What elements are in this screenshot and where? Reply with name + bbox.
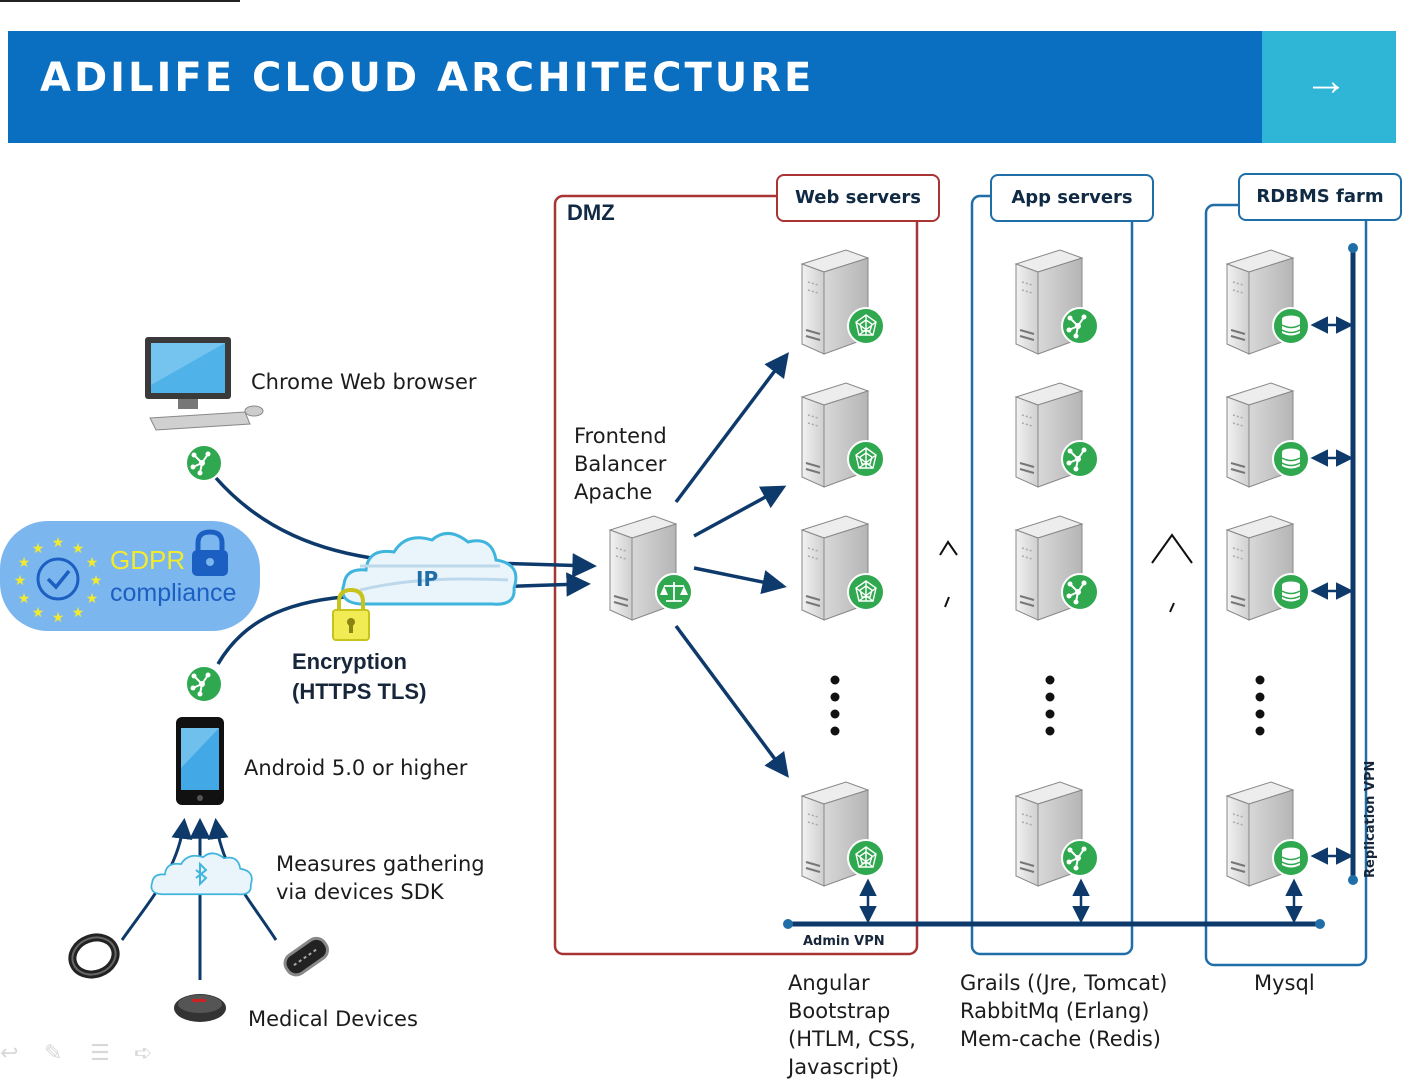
db-server-3 xyxy=(1226,515,1310,621)
web-server-2 xyxy=(801,382,885,488)
smart-band-icon xyxy=(283,936,329,977)
app-server-3 xyxy=(1015,515,1099,621)
db-server-1 xyxy=(1226,249,1310,355)
rest-icon xyxy=(185,444,223,482)
scale-icon xyxy=(655,573,693,611)
top-rule xyxy=(0,0,240,2)
arrow-right-icon: → xyxy=(1304,56,1348,105)
db-stack-label: Mysql xyxy=(1254,971,1315,995)
tab-rdbms-farm: RDBMS farm xyxy=(1238,173,1402,221)
browser-label: Chrome Web browser xyxy=(251,370,477,394)
svg-text:★: ★ xyxy=(32,605,45,621)
app-server-2 xyxy=(1015,382,1099,488)
desktop-computer-icon xyxy=(145,337,264,431)
compliance-label: compliance xyxy=(110,579,237,607)
web-server-1 xyxy=(801,249,885,355)
db-server-2 xyxy=(1226,382,1310,488)
back-icon[interactable]: ↩ xyxy=(0,1040,19,1065)
fitness-band-icon xyxy=(68,933,120,979)
app-server-1 xyxy=(1015,249,1099,355)
menu-icon[interactable]: ☰ xyxy=(90,1040,110,1065)
web-stack-label: Angular Bootstrap (HTLM, CSS, Javascript… xyxy=(788,971,916,1079)
bluetooth-cloud xyxy=(150,852,253,896)
replication-vpn-label: Replication VPN xyxy=(1363,761,1378,878)
admin-vpn-label: Admin VPN xyxy=(803,934,885,949)
tab-web-servers: Web servers xyxy=(776,174,940,222)
next-slide-button[interactable]: → xyxy=(1262,31,1396,143)
lock-icon xyxy=(192,529,228,576)
medical-devices-label: Medical Devices xyxy=(248,1007,418,1031)
internet-cloud: IP xyxy=(341,531,518,606)
dmz-zone xyxy=(553,194,919,956)
svg-text:★: ★ xyxy=(72,605,85,621)
padlock-icon xyxy=(332,587,370,641)
app-server-4 xyxy=(1015,781,1099,887)
svg-text:★: ★ xyxy=(32,541,45,557)
db-server-4 xyxy=(1226,781,1310,887)
app-stack-label: Grails ((Jre, Tomcat) RabbitMq (Erlang) … xyxy=(960,971,1168,1051)
svg-text:★: ★ xyxy=(14,573,27,589)
svg-text:★: ★ xyxy=(72,541,85,557)
eu-stars-icon: ★★★ ★★★ ★★★ ★★★ xyxy=(14,535,103,626)
svg-text:★: ★ xyxy=(86,591,99,607)
header-banner: ADILIFE CLOUD ARCHITECTURE xyxy=(8,31,1262,143)
tab-app-servers: App servers xyxy=(990,174,1154,222)
svg-text:★: ★ xyxy=(18,555,31,571)
dmz-label: DMZ xyxy=(567,200,615,225)
svg-text:★: ★ xyxy=(18,591,31,607)
svg-text:★: ★ xyxy=(90,573,103,589)
gdpr-label: GDPR xyxy=(110,545,186,575)
frontend-balancer-label: Frontend Balancer Apache xyxy=(574,424,667,504)
gdpr-badge: ★★★ ★★★ ★★★ ★★★ GDPR compliance xyxy=(0,521,260,631)
forward-icon[interactable]: ➪ xyxy=(134,1040,153,1065)
medical-device-icon xyxy=(174,994,226,1022)
smartphone-icon xyxy=(176,717,224,805)
web-server-3 xyxy=(801,515,885,621)
slide-nav-controls: ↩ ✎ ☰ ➪ xyxy=(0,1040,170,1070)
svg-text:★: ★ xyxy=(52,535,65,551)
measures-label: Measures gathering via devices SDK xyxy=(276,852,485,904)
rest-icon xyxy=(185,665,223,703)
web-server-4 xyxy=(801,781,885,887)
svg-text:★: ★ xyxy=(86,555,99,571)
android-label: Android 5.0 or higher xyxy=(244,756,468,780)
cloud-ip-label: IP xyxy=(416,567,438,591)
svg-text:★: ★ xyxy=(52,610,65,626)
page-title: ADILIFE CLOUD ARCHITECTURE xyxy=(40,55,815,101)
encryption-label: Encryption (HTTPS TLS) xyxy=(292,649,427,704)
pen-icon[interactable]: ✎ xyxy=(44,1040,63,1065)
